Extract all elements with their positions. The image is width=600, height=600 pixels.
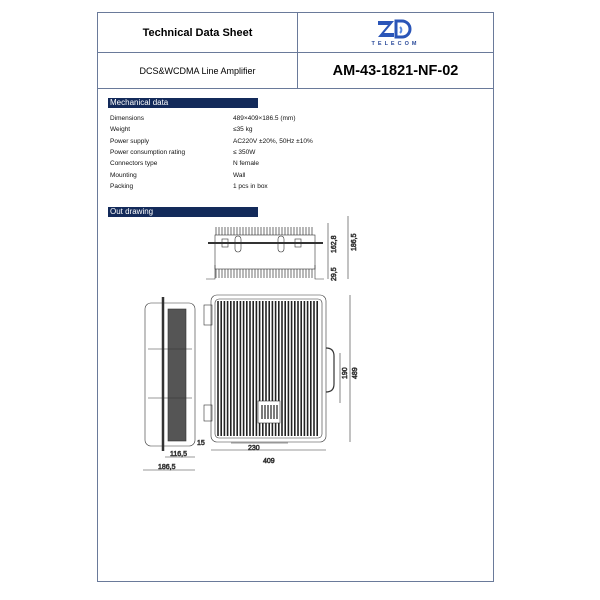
out-drawing-heading: Out drawing [108,207,258,217]
dim-side-depth2: 186,5 [158,464,176,471]
model-number: AM-43-1821-NF-02 [332,62,459,79]
dim-front-height: 489 [352,367,359,379]
spec-value: ≤35 kg [233,126,253,134]
dim-top-base: 29,5 [331,267,338,281]
product-name: DCS&WCDMA Line Amplifier [98,53,298,88]
header-row-2: DCS&WCDMA Line Amplifier AM-43-1821-NF-0… [98,53,493,89]
spec-row: Power supply AC220V ±20%, 50Hz ±10% [110,136,313,147]
spec-table: Dimensions 489×409×186.5 (mm) Weight ≤35 k… [110,113,313,192]
spec-row: Power consumption rating ≤ 350W [110,147,313,158]
spec-row: Packing 1 pcs in box [110,181,313,192]
spec-value: 1 pcs in box [233,182,268,190]
spec-value: Wall [233,171,246,179]
dim-front-handle: 190 [342,367,349,379]
header-row-1: Technical Data Sheet TELECOM [98,13,493,53]
company-logo: TELECOM [298,13,493,52]
logo-text: TELECOM [371,40,420,47]
spec-row: Mounting Wall [110,169,313,180]
front-view: 230 409 190 489 [203,294,359,465]
spec-label: Packing [110,182,134,190]
spec-label: Weight [110,126,131,134]
spec-label: Dimensions [110,115,144,123]
spec-value: N female [233,160,260,168]
spec-row: Dimensions 489×409×186.5 (mm) [110,113,313,124]
top-view: 162,8 186,5 29,5 [206,216,358,281]
spec-row: Weight ≤35 kg [110,124,313,135]
spec-value: AC220V ±20%, 50Hz ±10% [233,137,313,145]
zd-logo-icon [377,19,411,38]
dim-side-15: 15 [197,440,205,447]
spec-value: ≤ 350W [233,149,256,157]
dim-side-depth1: 116,5 [170,451,187,458]
spec-label: Connectors type [110,160,158,168]
mechanical-data-heading: Mechanical data [108,98,258,108]
spec-label: Power supply [110,137,150,145]
sheet-title: Technical Data Sheet [98,13,298,52]
spec-label: Mounting [110,171,137,179]
dim-front-holes: 230 [248,445,260,452]
spec-row: Connectors type N female [110,158,313,169]
data-sheet-page: Technical Data Sheet TELECOM DCS&WCDMA L… [97,12,494,582]
spec-value: 489×409×186.5 (mm) [233,115,296,123]
dim-front-width: 409 [263,458,275,465]
dim-top-total: 186,5 [351,233,358,251]
outline-drawing: 162,8 186,5 29,5 230 409 190 489 [143,216,359,471]
dim-top-height: 162,8 [331,235,338,253]
side-view: 15 116,5 186,5 [143,297,205,471]
spec-label: Power consumption rating [110,149,186,157]
